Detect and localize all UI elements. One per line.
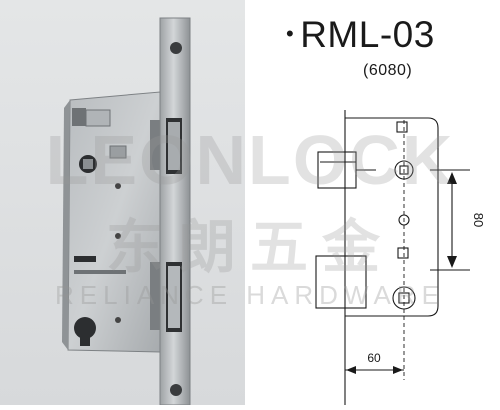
model-title: •RML-03	[286, 14, 435, 56]
top-tab	[396, 121, 408, 133]
model-code: (6080)	[363, 62, 413, 79]
latch-lever	[72, 108, 86, 126]
faceplate-screw-hole-bottom	[170, 384, 182, 396]
lock-body	[62, 91, 161, 353]
faceplate	[159, 17, 191, 405]
technical-drawing: 80 60	[315, 110, 486, 405]
latch-bolt-outline	[317, 151, 357, 189]
technical-drawing-panel: 80 60	[245, 0, 500, 405]
faceplate-screw-hole-top	[170, 42, 182, 54]
dimension-80-label: 80	[471, 213, 486, 227]
model-name: RML-03	[300, 14, 435, 55]
cylinder-hole	[74, 317, 96, 339]
title-bullet: •	[286, 21, 295, 46]
arrow-down	[447, 256, 457, 268]
lock-case-outline	[345, 117, 439, 317]
arrow-right	[393, 366, 403, 374]
small-square	[397, 247, 409, 259]
arrow-up	[447, 172, 457, 184]
mortise-lock-photo	[62, 17, 191, 405]
lock-photo-panel	[0, 0, 245, 405]
dimension-60-label: 60	[367, 351, 381, 365]
dead-bolt-outline	[315, 255, 367, 309]
arrow-left	[346, 366, 356, 374]
